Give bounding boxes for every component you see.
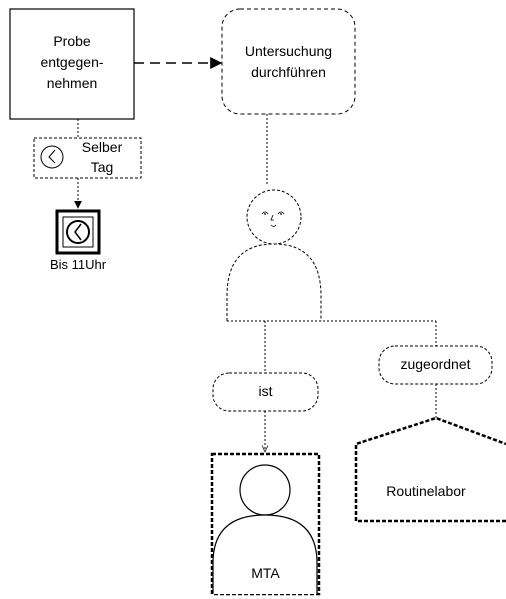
task-examine-box (221, 8, 356, 115)
org-unit-label: Routinelabor (386, 483, 466, 499)
deadline-clock-hands (74, 223, 82, 241)
relation-zugeordnet-label: zugeordnet (400, 356, 471, 372)
timer-event-label: Selber Tag (66, 137, 138, 177)
clock-hands (48, 149, 56, 164)
role-mta-body (212, 514, 318, 594)
timer-event-line-2: Tag (90, 159, 114, 175)
role-mta-label: MTA (251, 565, 280, 581)
person-nose (270, 214, 274, 221)
clock-icon (40, 145, 64, 169)
task-examine-label: Untersuchung durchführen (222, 41, 355, 83)
person-body (226, 243, 322, 321)
timer-event-line-1: Selber (81, 139, 123, 155)
relation-ist-label: ist (258, 383, 273, 399)
timer-event-box (33, 137, 142, 179)
task-receive-line-1: Probe (53, 33, 91, 49)
task-receive-line-2: entgegen- (40, 54, 104, 70)
role-mta-head (239, 464, 291, 516)
task-receive-line-3: nehmen (46, 75, 98, 91)
person-right-eye (277, 211, 285, 215)
task-examine-line-2: durchführen (251, 64, 326, 80)
org-unit-shape (354, 416, 506, 523)
deadline-clock-icon (66, 220, 90, 244)
person-mouth (270, 224, 277, 227)
task-receive-label: Probe entgegen- nehmen (10, 31, 134, 94)
person-head (246, 189, 302, 245)
task-examine-line-1: Untersuchung (244, 43, 333, 59)
task-receive-sample-box (9, 8, 135, 120)
deadline-label: Bis 11Uhr (49, 257, 107, 272)
person-left-eye (261, 211, 269, 215)
